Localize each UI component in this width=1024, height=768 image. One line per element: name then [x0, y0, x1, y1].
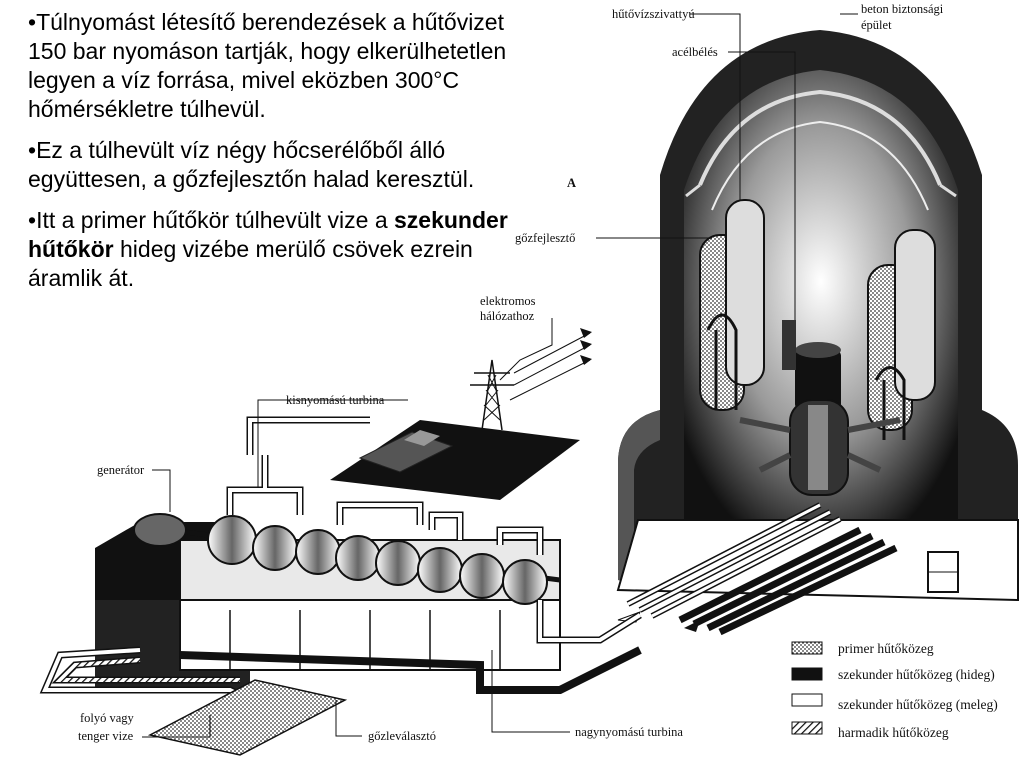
label-hp-turbine: nagynyomású turbina [575, 725, 683, 739]
steam-generator-left [699, 199, 765, 411]
label-generator: generátor [97, 463, 145, 477]
legend-tertiary: harmadik hűtőközeg [838, 725, 949, 740]
legend-primary: primer hűtőközeg [838, 641, 934, 656]
turbine-rotors [207, 515, 548, 605]
legend-secondary-cold: szekunder hűtőközeg (hideg) [838, 667, 995, 682]
labels: hűtővízszivattyú beton biztonsági épület… [78, 2, 944, 743]
legend-secondary-warm: szekunder hűtőközeg (meleg) [838, 697, 998, 712]
leader-lines [142, 13, 858, 738]
legend-swatch-primary [791, 641, 823, 655]
bullet-2: •Ez a túlhevült víz négy hőcserélőből ál… [28, 137, 475, 192]
bullet-1: •Túlnyomást létesítő berendezések a hűtő… [28, 9, 507, 122]
figure-letter: A [567, 176, 576, 190]
label-lp-turbine: kisnyomású turbina [286, 393, 385, 407]
label-steel-liner: acélbélés [672, 45, 718, 59]
label-river-1: folyó vagy [80, 711, 135, 725]
reactor-vessel [739, 320, 901, 496]
label-grid-1: elektromos [480, 294, 536, 308]
label-concrete-2: épület [861, 18, 892, 32]
label-grid-2: hálózathoz [480, 309, 535, 323]
legend: primer hűtőközeg szekunder hűtőközeg (hi… [791, 641, 998, 740]
label-steam-generator: gőzfejlesztő [515, 231, 575, 245]
transmission-tower [470, 328, 592, 431]
label-cooling-pump: hűtővízszivattyú [612, 7, 695, 21]
bullet-list: •Túlnyomást létesítő berendezések a hűtő… [28, 8, 518, 305]
legend-swatch-secondary-warm [791, 693, 823, 707]
building-pipes [617, 502, 898, 636]
label-concrete-1: beton biztonsági [861, 2, 944, 16]
turbine-steam-pipes [179, 416, 642, 694]
river-water [147, 679, 348, 756]
legend-swatch-tertiary [791, 721, 823, 735]
steam-generator-right [867, 229, 936, 440]
switchyard [330, 420, 580, 500]
label-separator: gőzleválasztó [368, 729, 436, 743]
bullet-3: •Itt a primer hűtőkör túlhevült vize a s… [28, 207, 508, 291]
legend-swatch-secondary-cold [791, 667, 823, 681]
containment-building [616, 30, 1019, 602]
label-river-2: tenger vize [78, 729, 134, 743]
